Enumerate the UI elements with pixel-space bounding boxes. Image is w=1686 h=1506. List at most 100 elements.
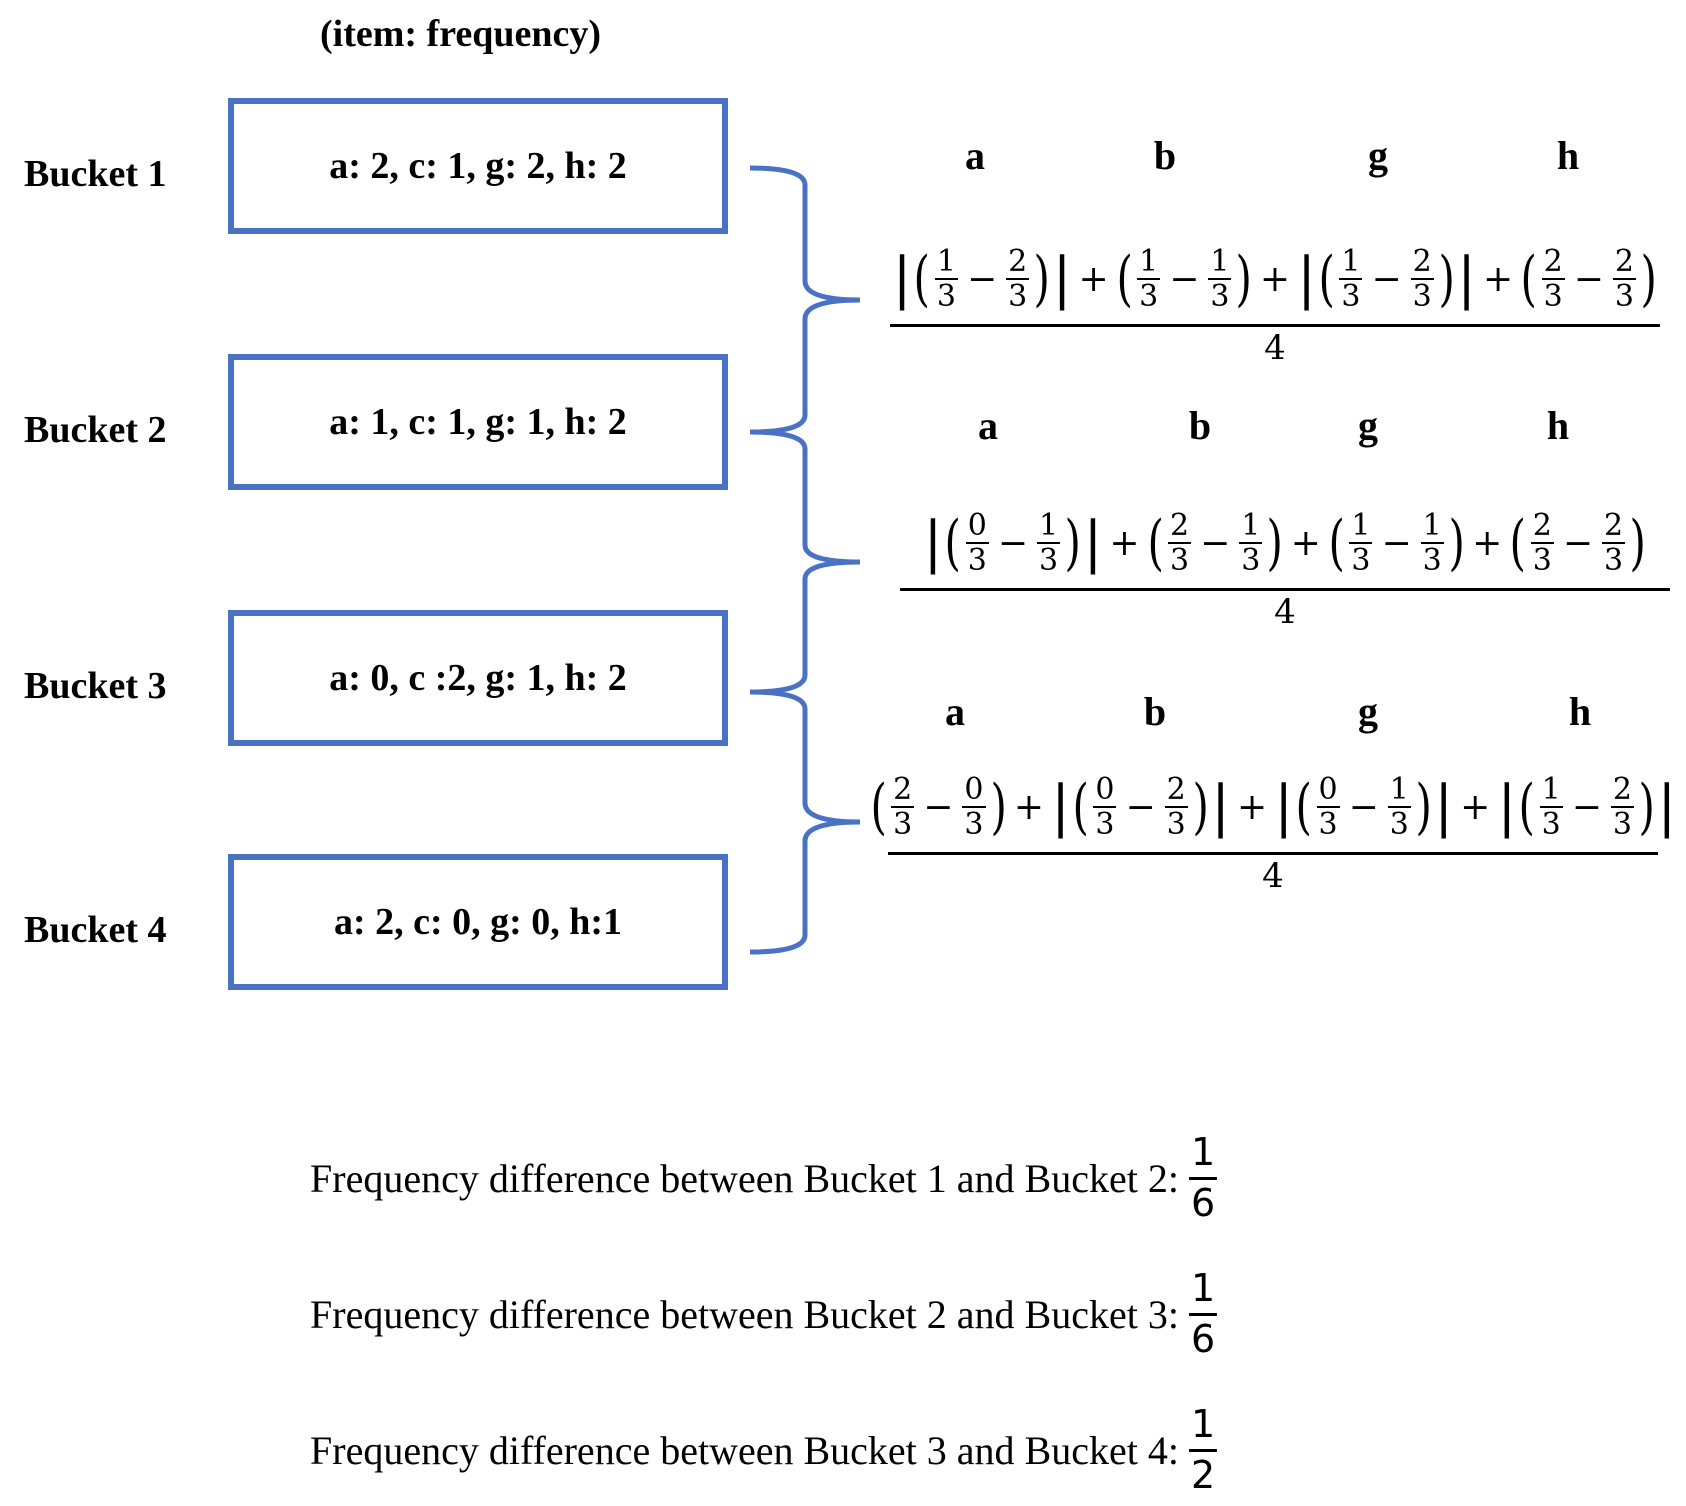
plus-sign: +	[1013, 786, 1045, 828]
plus-sign: +	[1460, 786, 1491, 828]
f1-letter-g: g	[1368, 133, 1388, 178]
bucket-3-label: Bucket 3	[24, 665, 167, 707]
f2-letter-a: a	[978, 403, 998, 448]
f1-t2-n2: 1	[1208, 243, 1232, 280]
plus-sign: +	[1290, 522, 1321, 564]
plus-sign: +	[1078, 258, 1109, 300]
f3-t2-d2: 3	[1166, 807, 1186, 842]
bucket-3-box: a: 0, c :2, g: 1, h: 2	[228, 610, 728, 746]
f2-t1-d1: 3	[967, 543, 987, 578]
f2-t2-n1: 2	[1168, 507, 1192, 544]
minus-sign: −	[1381, 522, 1412, 564]
minus-sign: −	[997, 522, 1029, 564]
bucket-2-label: Bucket 2	[24, 409, 167, 451]
f3-t4-d2: 3	[1612, 807, 1632, 842]
f2-t2-d1: 3	[1170, 543, 1190, 578]
difference-1-2-denominator: 6	[1190, 1180, 1216, 1225]
formula-3-fraction-bar	[888, 852, 1658, 855]
minus-sign: −	[1371, 258, 1402, 300]
f1-t4-d2: 3	[1614, 279, 1634, 314]
bucket-4-content: a: 2, c: 0, g: 0, h:1	[333, 901, 623, 943]
f3-letter-a: a	[945, 689, 965, 734]
f1-t4-n2: 2	[1612, 243, 1636, 280]
f1-t1-n1: 1	[934, 243, 958, 280]
minus-sign: −	[923, 786, 954, 828]
f2-t4-n2: 2	[1602, 507, 1626, 544]
f2-letter-h: h	[1546, 403, 1570, 448]
bucket-2-box: a: 1, c: 1, g: 1, h: 2	[228, 354, 728, 490]
formula-1-denominator: 4	[1264, 328, 1286, 368]
formula-3-denominator: 4	[1262, 856, 1284, 896]
f1-letter-h: h	[1556, 133, 1580, 178]
formula-2-fraction-bar	[900, 588, 1670, 591]
f2-letter-g: g	[1358, 403, 1378, 448]
header-title: (item: frequency)	[320, 13, 602, 55]
f2-t4-d2: 3	[1604, 543, 1624, 578]
f3-t1-d1: 3	[893, 807, 913, 842]
f1-t1-d1: 3	[936, 279, 956, 314]
f3-t3-d1: 3	[1318, 807, 1338, 842]
plus-sign: +	[1109, 522, 1140, 564]
f2-t1-d2: 3	[1039, 543, 1059, 578]
f3-t2-n1: 0	[1093, 771, 1117, 808]
formula-2-denominator: 4	[1274, 592, 1296, 632]
bucket-1-box: a: 2, c: 1, g: 2, h: 2	[228, 98, 728, 234]
f1-t4-d1: 3	[1543, 279, 1563, 314]
f2-t1-n1: 0	[965, 507, 989, 544]
f1-letter-b: b	[1153, 133, 1177, 178]
bucket-3-content: a: 0, c :2, g: 1, h: 2	[329, 657, 627, 699]
f2-t3-d1: 3	[1351, 543, 1371, 578]
f3-t2-d1: 3	[1095, 807, 1115, 842]
f2-t2-n2: 1	[1239, 507, 1263, 544]
minus-sign: −	[966, 258, 998, 300]
difference-3-4-numerator: 1	[1188, 1402, 1218, 1452]
f3-t3-n1: 0	[1316, 771, 1340, 808]
f3-t3-d2: 3	[1389, 807, 1409, 842]
f3-t3-n2: 1	[1387, 771, 1411, 808]
minus-sign: −	[1571, 786, 1602, 828]
difference-2-3-value: 1 6	[1188, 1266, 1218, 1361]
f1-t1-d2: 3	[1008, 279, 1028, 314]
difference-1-2-value: 1 6	[1188, 1130, 1218, 1225]
f2-t1-n2: 1	[1037, 507, 1061, 544]
bucket-1-content: a: 2, c: 1, g: 2, h: 2	[329, 145, 627, 187]
difference-1-2: Frequency difference between Bucket 1 an…	[310, 1128, 1218, 1228]
f2-t3-n1: 1	[1349, 507, 1373, 544]
brace-1-2	[749, 165, 861, 435]
difference-1-2-numerator: 1	[1188, 1130, 1218, 1180]
f2-t3-d2: 3	[1422, 543, 1442, 578]
bucket-4-label: Bucket 4	[24, 909, 167, 951]
f1-t3-n1: 1	[1339, 243, 1363, 280]
f3-t1-n2: 0	[962, 771, 986, 808]
bucket-2-content: a: 1, c: 1, g: 1, h: 2	[329, 401, 627, 443]
f2-t2-d2: 3	[1241, 543, 1261, 578]
minus-sign: −	[1573, 258, 1604, 300]
f3-t4-n2: 2	[1610, 771, 1634, 808]
brace-3-4	[749, 689, 861, 955]
difference-3-4: Frequency difference between Bucket 3 an…	[310, 1400, 1218, 1500]
f3-t4-n1: 1	[1539, 771, 1563, 808]
minus-sign: −	[1125, 786, 1156, 828]
plus-sign: +	[1483, 258, 1514, 300]
f1-t4-n1: 2	[1541, 243, 1565, 280]
bucket-1-label: Bucket 1	[24, 153, 167, 195]
f3-letter-h: h	[1568, 689, 1592, 734]
f1-t3-n2: 2	[1410, 243, 1434, 280]
difference-1-2-text: Frequency difference between Bucket 1 an…	[310, 1155, 1179, 1201]
f3-t2-n2: 2	[1164, 771, 1188, 808]
f1-letter-a: a	[965, 133, 985, 178]
f3-t4-d1: 3	[1541, 807, 1561, 842]
plus-sign: +	[1259, 258, 1291, 300]
